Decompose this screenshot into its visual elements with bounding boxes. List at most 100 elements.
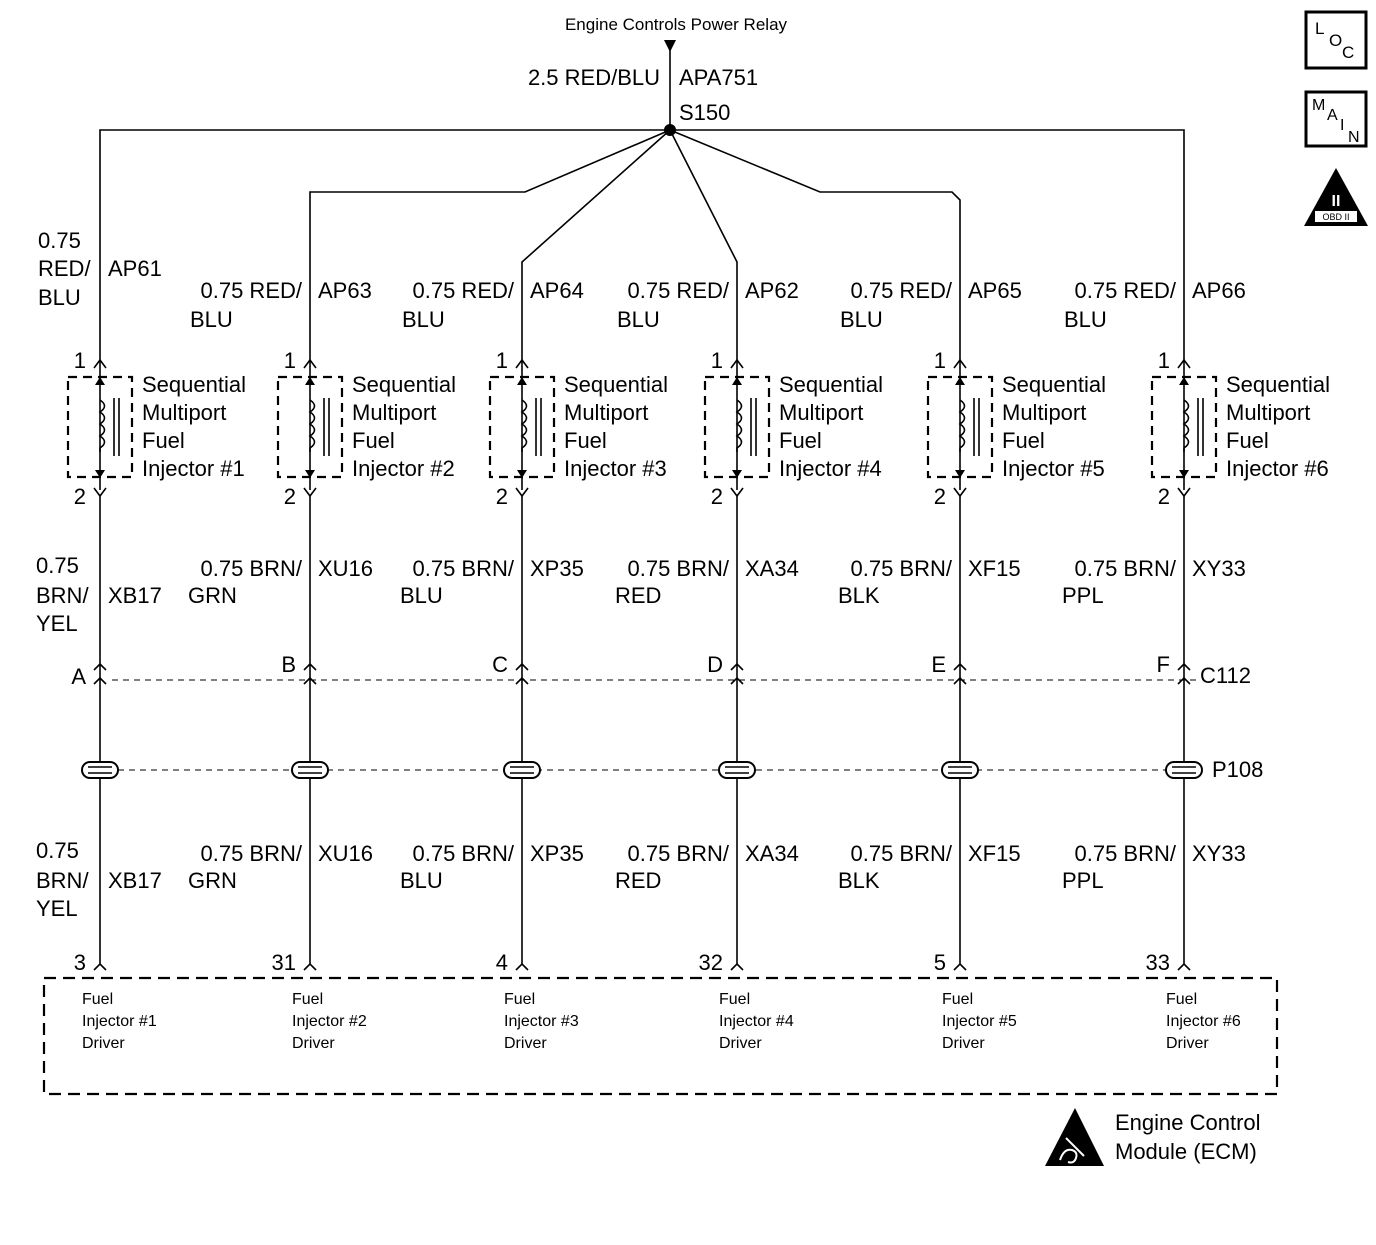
c112-cavity-label: A <box>71 664 86 689</box>
arrow-down-icon <box>732 470 742 478</box>
c112-terminal-icon <box>515 662 529 671</box>
injector-name-line4: Injector #4 <box>779 456 882 481</box>
top-wire-size-color: 0.75 RED/ <box>851 278 953 303</box>
top-wire-size-color: 0.75 RED/ <box>1075 278 1177 303</box>
c112-cavity-label: E <box>931 652 946 677</box>
svg-text:A: A <box>1327 107 1338 124</box>
ecm-terminal-icon <box>303 962 317 971</box>
arrow-up-icon <box>517 377 527 385</box>
driver-label-line2: Injector #3 <box>504 1013 579 1030</box>
solenoid-coil-icon <box>735 399 743 452</box>
injector-pin-2: 2 <box>1158 484 1170 509</box>
bottom-wire-circuit: XU16 <box>318 841 373 866</box>
injector-name-line3: Fuel <box>779 428 822 453</box>
bottom-wire-color-2: BLK <box>838 868 880 893</box>
top-wire-circuit: AP61 <box>108 256 162 281</box>
injector-name-line4: Injector #2 <box>352 456 455 481</box>
injector-circuit-2: 0.75 RED/BLUAP631SequentialMultiportFuel… <box>188 278 456 1052</box>
esd-sensitive-icon <box>1045 1108 1104 1166</box>
driver-label-line2: Injector #4 <box>719 1013 794 1030</box>
injector-pin-1: 1 <box>934 348 946 373</box>
arrow-down-icon <box>955 470 965 478</box>
bottom-wire-circuit: XA34 <box>745 556 799 581</box>
injector-name-line1: Sequential <box>1002 372 1106 397</box>
top-wire-size-color: 0.75 RED/ <box>413 278 515 303</box>
c112-terminal-icon <box>730 662 744 671</box>
arrow-up-icon <box>95 377 105 385</box>
p108-grommet-icon <box>503 761 541 779</box>
top-wire-circuit: AP63 <box>318 278 372 303</box>
driver-label-line2: Injector #5 <box>942 1013 1017 1030</box>
solenoid-coil-icon <box>520 399 528 452</box>
driver-label-line2: Injector #2 <box>292 1013 367 1030</box>
arrow-down-icon <box>1179 470 1189 478</box>
splice-label: S150 <box>679 100 730 125</box>
driver-label-line3: Driver <box>719 1035 762 1052</box>
solenoid-coil-icon <box>308 399 316 452</box>
p108-label: P108 <box>1212 757 1263 782</box>
c112-label: C112 <box>1200 663 1251 688</box>
svg-text:OBD II: OBD II <box>1322 212 1349 222</box>
injector-circuit-5: 0.75 RED/BLUAP651SequentialMultiportFuel… <box>838 278 1106 1052</box>
bottom-wire-color-2: BLU <box>400 868 443 893</box>
injector-pin-1: 1 <box>711 348 723 373</box>
bottom-wire-size-color: 0.75 BRN/ <box>413 556 515 581</box>
driver-label-line1: Fuel <box>82 991 113 1008</box>
bottom-wire-size-color: 0.75 BRN/ <box>628 556 730 581</box>
injector-pin-2: 2 <box>496 484 508 509</box>
solenoid-coil-icon <box>98 399 106 452</box>
injector-name-line1: Sequential <box>779 372 883 397</box>
top-wire-color-2: BLU <box>38 285 81 310</box>
svg-text:C: C <box>1342 43 1354 62</box>
svg-text:II: II <box>1332 193 1341 210</box>
solenoid-coil-icon <box>1182 399 1190 452</box>
bottom-wire-circuit: XF15 <box>968 841 1021 866</box>
bottom-wire-size-color: 0.75 BRN/ <box>851 556 953 581</box>
injector-name-line3: Fuel <box>1002 428 1045 453</box>
top-wire-circuit: AP65 <box>968 278 1022 303</box>
p108-grommet-icon <box>718 761 756 779</box>
ecm-terminal-icon <box>515 962 529 971</box>
injector-circuit-4: 0.75 RED/BLUAP621SequentialMultiportFuel… <box>615 278 883 1052</box>
injector-circuits: 0.75RED/BLUAP611SequentialMultiportFuelI… <box>36 228 1330 1052</box>
injector-name-line1: Sequential <box>1226 372 1330 397</box>
obd-ii-icon: II OBD II <box>1304 168 1368 226</box>
bottom-wire-size-color: 0.75 BRN/ <box>1075 841 1177 866</box>
arrow-down-icon <box>517 470 527 478</box>
injector-pin-2: 2 <box>934 484 946 509</box>
injector-circuit-1: 0.75RED/BLUAP611SequentialMultiportFuelI… <box>36 228 246 1052</box>
relay-label: Engine Controls Power Relay <box>565 15 788 34</box>
bottom-wire-circuit: XU16 <box>318 556 373 581</box>
driver-label-line1: Fuel <box>942 991 973 1008</box>
injector-pin-1: 1 <box>284 348 296 373</box>
driver-label-line3: Driver <box>504 1035 547 1052</box>
injector-name-line1: Sequential <box>564 372 668 397</box>
bottom-wire-circuit: XB17 <box>108 868 162 893</box>
bottom-wire-circuit: XA34 <box>745 841 799 866</box>
bottom-wire-size: 0.75 <box>36 553 79 578</box>
injector-pin-1: 1 <box>1158 348 1170 373</box>
feed-wire-circuit: APA751 <box>679 65 758 90</box>
bottom-wire-color-2: YEL <box>36 611 78 636</box>
svg-text:O: O <box>1329 31 1342 50</box>
top-wire-color: RED/ <box>38 256 91 281</box>
bottom-wire-circuit: XY33 <box>1192 841 1246 866</box>
bottom-wire-color-2: YEL <box>36 896 78 921</box>
bottom-wire-size-color: 0.75 BRN/ <box>628 841 730 866</box>
injector-circuit-6: 0.75 RED/BLUAP661SequentialMultiportFuel… <box>1062 278 1330 1052</box>
arrow-up-icon <box>1179 377 1189 385</box>
injector-pin-2: 2 <box>711 484 723 509</box>
p108-grommet-icon <box>1165 761 1203 779</box>
bottom-wire-color-2: RED <box>615 583 661 608</box>
c112-cavity-label: D <box>707 652 723 677</box>
svg-text:I: I <box>1340 117 1344 134</box>
bottom-wire-size-color: 0.75 BRN/ <box>851 841 953 866</box>
injector-name-line1: Sequential <box>352 372 456 397</box>
injector-name-line3: Fuel <box>1226 428 1269 453</box>
ecm-terminal-icon <box>93 962 107 971</box>
bottom-wire-circuit: XY33 <box>1192 556 1246 581</box>
injector-name-line4: Injector #5 <box>1002 456 1105 481</box>
bottom-wire-circuit: XP35 <box>530 556 584 581</box>
injector-name-line4: Injector #6 <box>1226 456 1329 481</box>
injector-name-line3: Fuel <box>352 428 395 453</box>
